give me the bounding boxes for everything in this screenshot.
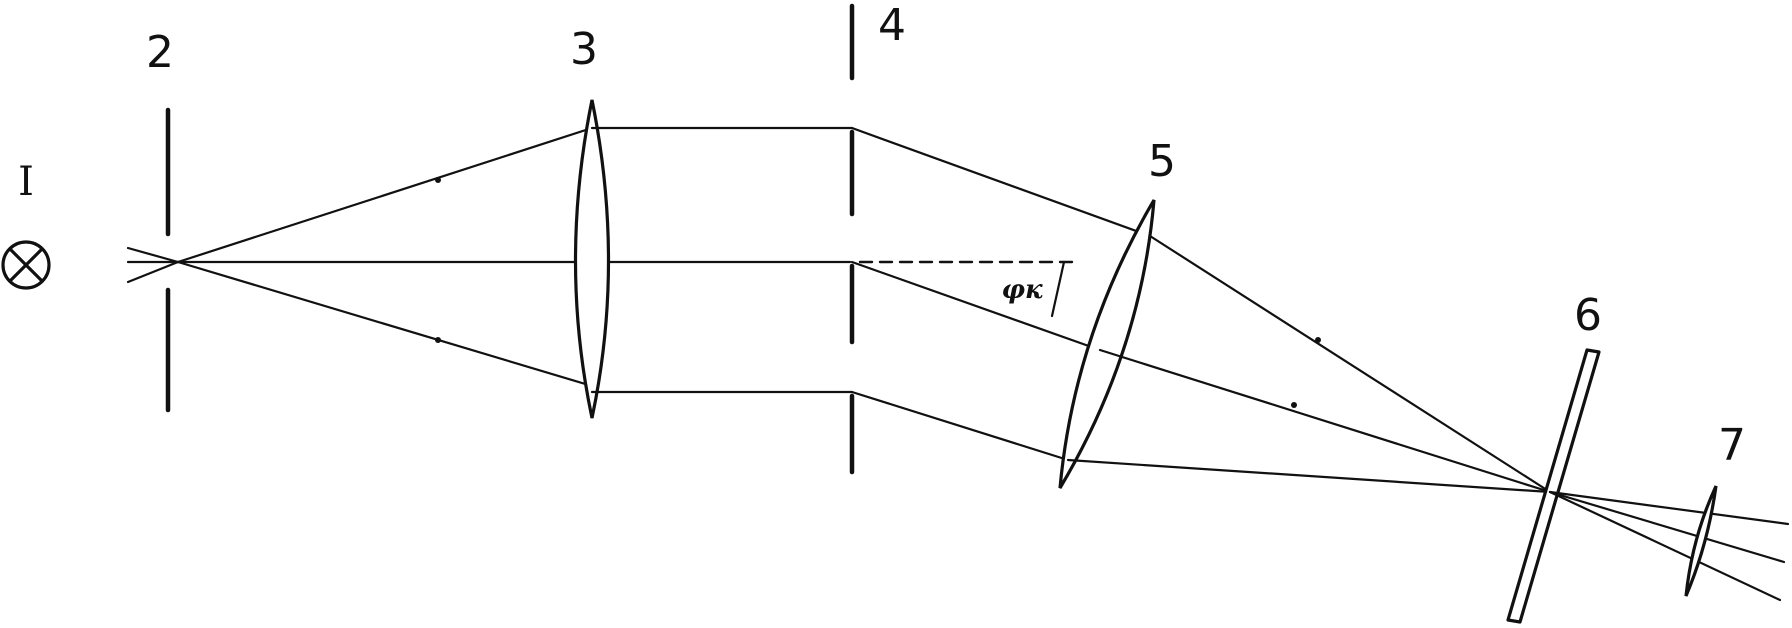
label-plate: 6	[1574, 290, 1602, 341]
parallel-beam	[590, 126, 854, 394]
label-eyepiece-lens: 7	[1718, 420, 1746, 471]
label-objective-lens: 5	[1148, 136, 1176, 187]
objective-lens	[1058, 199, 1156, 489]
label-slit: 2	[146, 27, 174, 78]
eyepiece-lens	[1684, 485, 1718, 597]
ray-arrow-dot	[1315, 337, 1321, 343]
deflected-beam	[850, 126, 1152, 462]
output-rays	[1548, 490, 1790, 602]
slit-crossing-rays	[126, 246, 182, 284]
ray-arrow-dot	[435, 337, 441, 343]
label-aperture: 4	[878, 0, 906, 51]
converging-rays	[1066, 234, 1552, 494]
lamp-cross-icon	[1, 240, 51, 290]
diverging-rays	[176, 126, 852, 388]
angle-marker	[1050, 260, 1066, 318]
plate-element	[1506, 348, 1601, 624]
ray-arrow-dot	[435, 177, 441, 183]
collimator-lens	[573, 99, 611, 419]
label-collimator-lens: 3	[570, 24, 598, 75]
ray-arrow-dot	[1291, 402, 1297, 408]
label-source: I	[18, 159, 34, 205]
label-angle: φк	[1001, 275, 1043, 305]
